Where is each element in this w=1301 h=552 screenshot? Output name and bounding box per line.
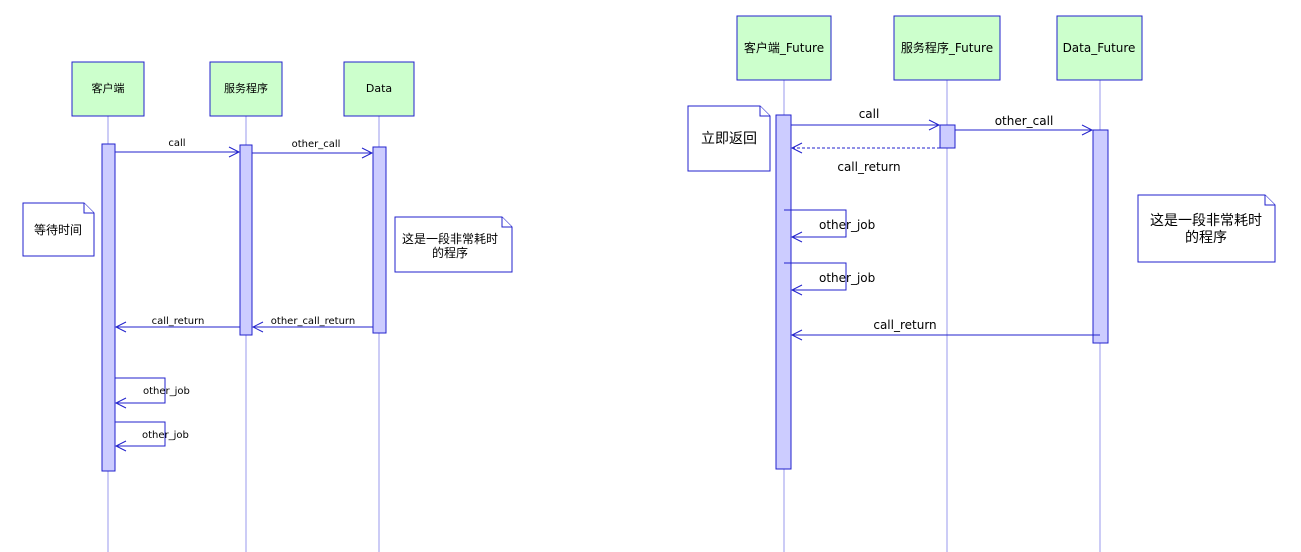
note-fold (1264, 195, 1275, 206)
message-call-return-label: call_return (152, 316, 205, 327)
message-other-job-2-label: other_job (819, 271, 875, 285)
arrowhead (790, 284, 803, 296)
arrowhead (251, 321, 264, 333)
participant-data-label: Data (366, 82, 392, 95)
note-slow-program (394, 216, 513, 273)
activation-data-future (1092, 129, 1109, 344)
arrowhead (361, 147, 374, 159)
note-slow-program-future (1137, 194, 1276, 263)
message-other-job-1-label: other_job (143, 386, 190, 397)
arrowhead (114, 397, 127, 409)
participant-service-future (893, 15, 1001, 81)
note-fold (83, 203, 94, 214)
arrowhead (114, 321, 127, 333)
message-other-call-label: other_call (292, 139, 341, 150)
message-call-label: call (859, 107, 880, 121)
message-other-job-2-label: other_job (142, 430, 189, 441)
activation-data (372, 146, 387, 334)
arrowhead (228, 146, 241, 158)
arrowhead (114, 440, 127, 452)
participant-client (71, 61, 145, 117)
right-diagram: 客户端_Future 服务程序_Future Data_Future 立即返回 … (687, 15, 1276, 552)
arrowhead (1081, 124, 1094, 136)
arrowhead (928, 119, 941, 131)
message-other-job-1-label: other_job (819, 218, 875, 232)
participant-service-label: 服务程序 (224, 81, 268, 95)
message-other-call-label: other_call (995, 114, 1054, 128)
arrowhead (790, 142, 803, 154)
participant-service (209, 61, 283, 117)
note-slow-future-line2: 的程序 (1185, 230, 1227, 246)
note-return-now (687, 105, 771, 172)
message-other-call-return-label: other_call_return (271, 316, 355, 327)
activation-service (239, 144, 253, 336)
note-return-now-text: 立即返回 (701, 131, 757, 147)
message-other-job-2 (115, 421, 166, 447)
note-slow-future-line1: 这是一段非常耗时 (1150, 212, 1262, 229)
participant-client-future (736, 15, 832, 81)
activation-client (101, 143, 116, 472)
participant-data-future (1056, 15, 1143, 81)
note-fold (759, 106, 770, 117)
message-other-job-1 (115, 377, 166, 404)
participant-data-future-label: Data_Future (1063, 41, 1136, 55)
activation-service-future (939, 124, 956, 149)
note-slow-line1: 这是一段非常耗时 (402, 231, 498, 246)
message-call-return-1-label: call_return (837, 160, 900, 174)
participant-data (343, 61, 415, 117)
message-call-return-2-label: call_return (873, 318, 936, 332)
note-fold (501, 217, 512, 228)
left-diagram: 客户端 服务程序 Data call other_call 等待时间 这是一段非… (22, 61, 513, 552)
message-other-job-2 (784, 262, 847, 291)
note-slow-line2: 的程序 (432, 245, 468, 260)
arrowhead (790, 329, 803, 341)
activation-client-future (775, 114, 792, 470)
note-wait-text: 等待时间 (34, 223, 82, 237)
note-wait (22, 202, 95, 257)
arrowhead (790, 231, 803, 243)
participant-client-future-label: 客户端_Future (744, 40, 824, 55)
message-other-job-1 (784, 209, 847, 238)
message-call-label: call (168, 138, 185, 149)
participant-service-future-label: 服务程序_Future (901, 40, 993, 55)
participant-client-label: 客户端 (92, 81, 125, 95)
